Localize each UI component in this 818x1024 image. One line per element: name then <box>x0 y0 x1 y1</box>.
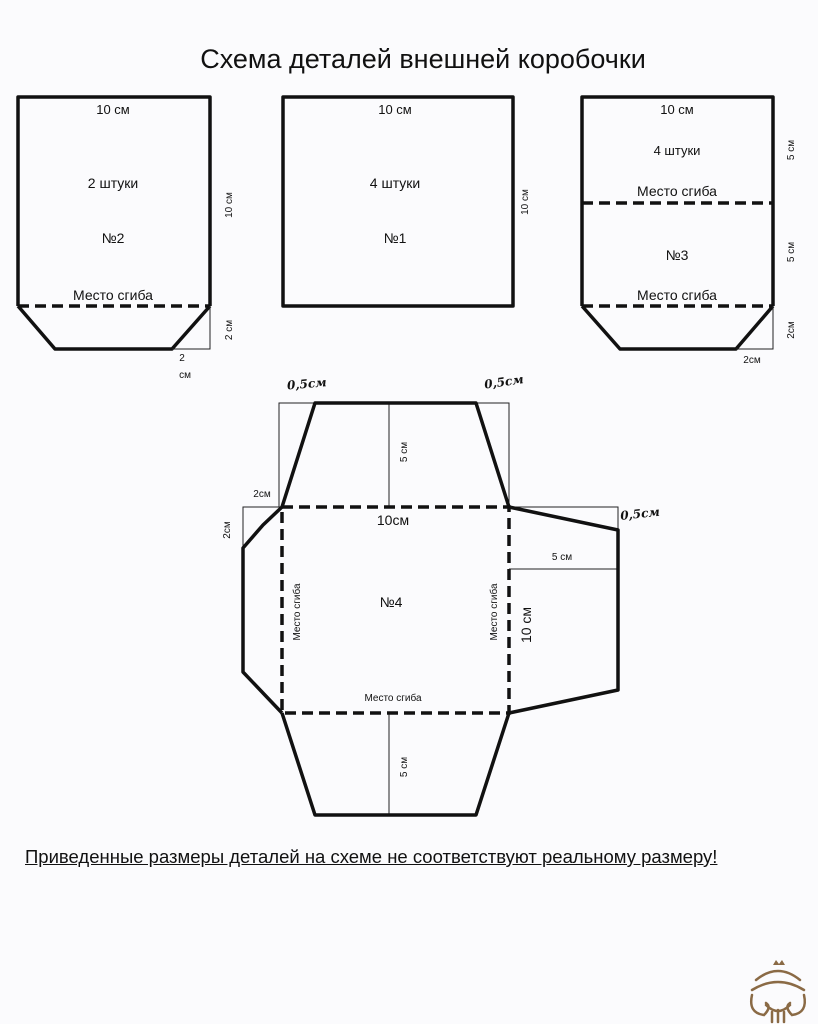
left-flap <box>241 505 284 715</box>
fold-label-left: Место сгиба <box>291 583 303 641</box>
part-4-number: №4 <box>380 594 403 610</box>
part-3-width: 10 см <box>660 102 694 117</box>
part-1-height: 10 см <box>520 189 531 215</box>
part-2-fold-label: Место сгиба <box>73 287 153 303</box>
fold-label-bottom: Место сгиба <box>364 692 422 704</box>
top-flap <box>280 401 511 508</box>
fold-lines <box>280 505 511 715</box>
right-flap <box>508 505 620 715</box>
part-1-outline <box>281 95 515 308</box>
disclaimer-note: Приведенные размеры деталей на схеме не … <box>25 846 718 867</box>
page-title: Схема деталей внешней коробочки <box>200 44 646 74</box>
part-1-qty: 4 штуки <box>370 175 420 191</box>
offset-side-label: 0,5см <box>620 505 661 523</box>
dimension-line <box>509 506 619 530</box>
part-4: 0,5см 0,5см 0,5см 2см 2см 10см 5 см 5 см… <box>222 372 661 817</box>
part-2-flap-width: 2 <box>179 353 185 364</box>
part-2-flap <box>16 304 212 351</box>
part-3-height-bottom: 5 см <box>786 242 797 262</box>
part-3-qty: 4 штуки <box>654 143 701 158</box>
part-3-flap-width: 2см <box>743 355 761 366</box>
part-4-height: 10 см <box>518 607 534 643</box>
part-4-width: 10см <box>377 512 409 528</box>
part-3-height-top: 5 см <box>786 140 797 160</box>
left-flap-height: 2см <box>222 521 233 539</box>
part-1-number: №1 <box>384 230 407 246</box>
offset-left-label: 0,5см <box>286 375 327 392</box>
left-flap-width: 2см <box>253 489 271 500</box>
top-flap-height: 5 см <box>399 442 410 462</box>
part-3: 10 см 4 штуки Место сгиба №3 Место сгиба… <box>580 95 797 366</box>
part-3-flap-height: 2см <box>786 321 797 339</box>
dimension-line <box>736 306 774 350</box>
part-2: 10 см 2 штуки №2 Место сгиба 10 см 2 см … <box>16 95 235 381</box>
part-2-qty: 2 штуки <box>88 175 138 191</box>
part-2-number: №2 <box>102 230 125 246</box>
part-2-width: 10 см <box>96 102 130 117</box>
part-2-height: 10 см <box>224 192 235 218</box>
bottom-flap <box>280 712 511 817</box>
offset-right-label: 0,5см <box>483 372 524 391</box>
dimension-line <box>172 306 211 350</box>
part-3-fold-label-bottom: Место сгиба <box>637 287 717 303</box>
fold-label-right: Место сгиба <box>488 583 500 641</box>
part-3-number: №3 <box>666 247 689 263</box>
part-2-outline <box>16 95 212 306</box>
part-2-flap-height: 2 см <box>224 320 235 340</box>
bottom-flap-height: 5 см <box>399 757 410 777</box>
dimension-line <box>242 506 282 548</box>
part-1-width: 10 см <box>378 102 412 117</box>
part-3-fold-label-top: Место сгиба <box>637 183 717 199</box>
part-3-flap <box>580 304 775 351</box>
dimension-line <box>278 402 510 507</box>
lion-logo-icon <box>750 960 806 1024</box>
part-2-flap-width-unit: см <box>179 370 191 381</box>
right-flap-width: 5 см <box>552 552 572 563</box>
part-1: 10 см 4 штуки №1 10 см <box>281 95 531 308</box>
